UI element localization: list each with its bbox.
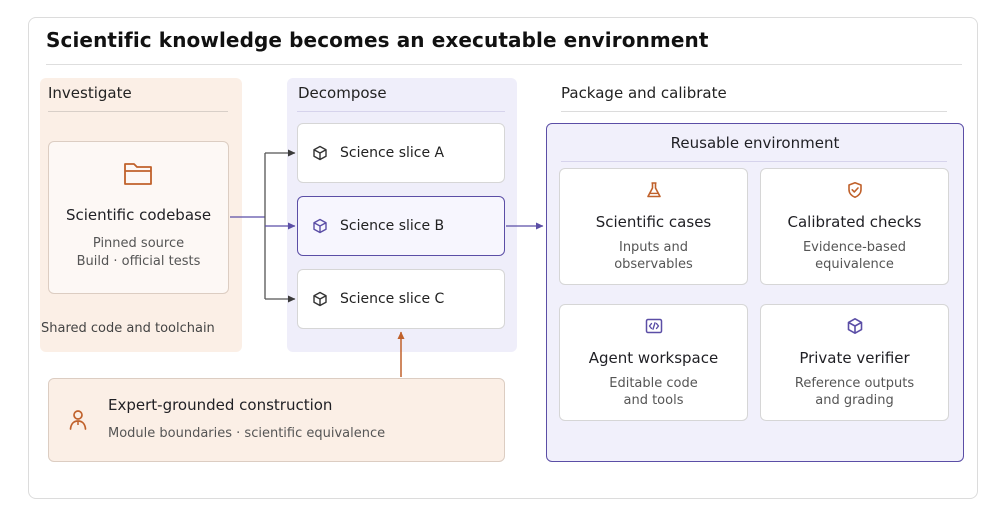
cube-icon (313, 291, 327, 307)
science-slice-label: Science slice B (340, 218, 445, 234)
shield-check-icon (847, 182, 862, 198)
science-slice-label: Science slice A (340, 145, 445, 161)
science-slice-c[interactable]: Science slice C (297, 269, 505, 329)
cube-icon (847, 318, 862, 334)
diagram-title: Scientific knowledge becomes an executab… (46, 28, 709, 52)
decompose-divider (297, 111, 505, 112)
person-icon (69, 410, 87, 430)
package-divider (561, 111, 947, 112)
title-divider (46, 64, 962, 65)
expert-construction-card: Expert-grounded construction Module boun… (48, 378, 505, 462)
code-icon (645, 318, 662, 334)
reusable-environment: Reusable environment Scientific cases In… (546, 123, 964, 462)
card-title: Scientific cases (595, 213, 712, 231)
decompose-heading: Decompose (298, 84, 387, 102)
environment-divider (561, 161, 947, 162)
science-slice-label: Science slice C (340, 291, 445, 307)
codebase-title: Scientific codebase (65, 206, 212, 224)
expert-title: Expert-grounded construction (108, 396, 333, 414)
card-title: Agent workspace (588, 349, 719, 367)
package-heading: Package and calibrate (561, 84, 727, 102)
codebase-line-1: Pinned source (92, 236, 185, 251)
investigate-heading: Investigate (48, 84, 132, 102)
science-slice-a[interactable]: Science slice A (297, 123, 505, 183)
cube-icon (313, 218, 327, 234)
science-slice-b[interactable]: Science slice B (297, 196, 505, 256)
investigate-divider (48, 111, 228, 112)
environment-title: Reusable environment (670, 134, 840, 152)
codebase-caption: Shared code and toolchain (41, 321, 215, 336)
codebase-card: Scientific codebase Pinned source Build … (48, 141, 229, 294)
cube-icon (313, 145, 327, 161)
card-title: Calibrated checks (787, 213, 922, 231)
folder-icon (124, 163, 152, 185)
codebase-line-2: Build · official tests (76, 254, 201, 269)
flask-icon (646, 182, 661, 198)
expert-subtitle: Module boundaries · scientific equivalen… (108, 426, 386, 441)
card-title: Private verifier (799, 349, 910, 367)
